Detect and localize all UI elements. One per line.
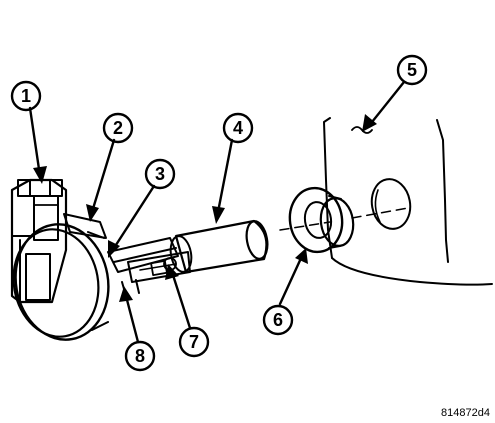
callout-label-4: 4 (233, 118, 243, 138)
callout-label-8: 8 (135, 346, 145, 366)
callout-8: 8 (124, 340, 156, 372)
callout-label-6: 6 (273, 310, 283, 330)
leader-1-arrowhead (33, 166, 47, 184)
callout-1: 1 (10, 80, 42, 112)
leader-6-arrowhead (295, 248, 308, 264)
leader-8 (124, 294, 140, 344)
leader-4-arrowhead (212, 206, 225, 224)
leader-6 (278, 254, 304, 306)
mounting-surface (323, 117, 493, 286)
mounting-hole (370, 178, 412, 230)
callout-5: 5 (396, 54, 428, 86)
callout-label-7: 7 (189, 332, 199, 352)
callout-3: 3 (144, 158, 176, 190)
leader-3-arrowhead (108, 240, 120, 258)
leader-7-arrowhead (165, 264, 179, 280)
leader-7 (170, 270, 192, 330)
callout-label-2: 2 (113, 118, 123, 138)
sensor-body (169, 219, 269, 274)
surface-marker (351, 126, 373, 134)
callout-label-3: 3 (155, 164, 165, 184)
electrical-connector (10, 178, 68, 304)
callout-label-1: 1 (21, 86, 31, 106)
callout-4: 4 (222, 112, 254, 144)
leader-1 (28, 106, 42, 178)
leader-3 (112, 184, 156, 250)
leader-lines (28, 80, 406, 344)
leader-2 (90, 138, 116, 214)
callout-6: 6 (262, 304, 294, 336)
leader-2-arrowhead (86, 204, 99, 222)
leader-8-arrowhead (119, 286, 133, 302)
callout-2: 2 (102, 112, 134, 144)
leader-4 (216, 138, 234, 214)
wire-lead (107, 237, 191, 297)
leader-5 (370, 80, 406, 124)
callout-label-5: 5 (407, 60, 417, 80)
grommet-seal (288, 186, 355, 254)
figure-code: 814872d4 (441, 407, 490, 419)
callout-7: 7 (178, 326, 210, 358)
leader-5-arrowhead (362, 114, 377, 132)
alignment-axis (279, 207, 409, 231)
sensor-housing (12, 213, 110, 341)
